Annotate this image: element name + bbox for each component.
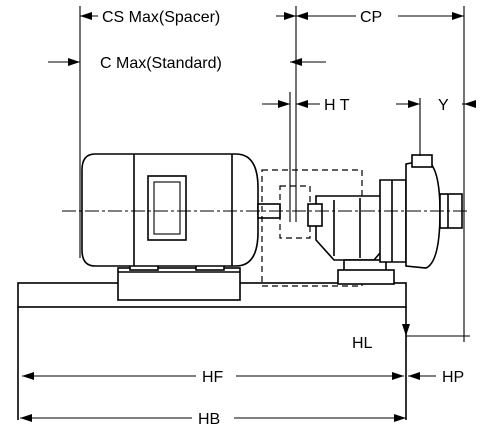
label-ht: H T	[324, 97, 350, 114]
baseplate	[17, 282, 407, 420]
label-hp: HP	[442, 369, 464, 386]
motor	[81, 153, 281, 301]
extension-lines	[79, 6, 470, 342]
label-hb: HB	[198, 411, 220, 425]
label-cp: CP	[360, 9, 382, 26]
label-hf: HF	[202, 369, 224, 386]
pump	[307, 154, 463, 285]
label-y: Y	[438, 97, 449, 114]
label-c-max-standard: C Max(Standard)	[100, 55, 222, 72]
label-hl: HL	[352, 335, 373, 352]
dimension-lines	[20, 12, 476, 422]
label-cs-max-spacer: CS Max(Spacer)	[102, 9, 220, 26]
